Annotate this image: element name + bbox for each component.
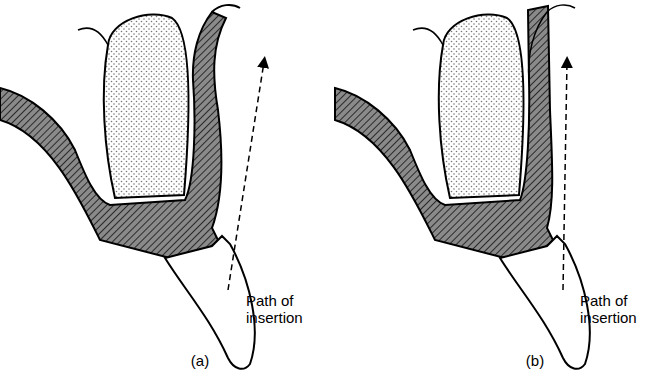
tooth — [165, 236, 255, 369]
denture-flange — [0, 12, 226, 258]
insertion-arrow — [563, 62, 567, 290]
tissue-outline — [78, 28, 108, 45]
panel-b — [335, 5, 590, 369]
alveolar-ridge — [439, 14, 524, 198]
panel-caption: (b) — [515, 352, 555, 369]
alveolar-ridge — [104, 14, 189, 198]
tissue-outline — [413, 28, 443, 45]
arrow-label: Path of insertion — [580, 292, 660, 326]
denture-flange — [335, 6, 553, 258]
tissue-outline — [212, 5, 240, 12]
panel-caption: (a) — [180, 352, 220, 369]
tooth — [500, 236, 590, 369]
insertion-arrow — [228, 62, 264, 290]
tissue-outline — [529, 5, 575, 80]
panel-a — [0, 5, 264, 369]
arrow-label: Path of insertion — [246, 292, 326, 326]
